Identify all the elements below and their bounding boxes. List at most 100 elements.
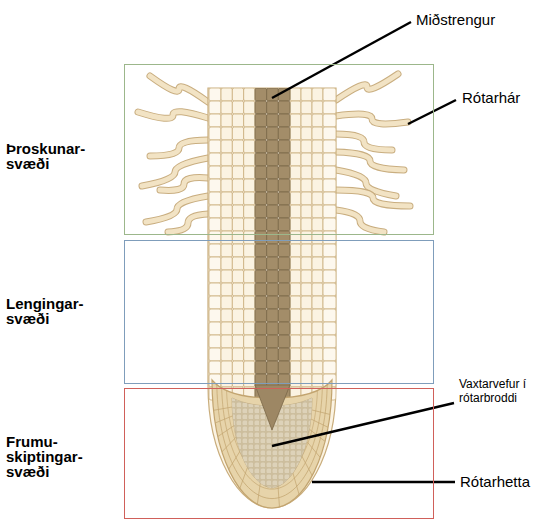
cell xyxy=(221,335,232,348)
cell xyxy=(232,283,243,296)
leader-lines xyxy=(272,22,456,482)
cell xyxy=(209,257,221,270)
cell xyxy=(290,296,301,309)
cell xyxy=(301,218,312,231)
part-label: Rótarhár xyxy=(462,89,520,106)
cell xyxy=(278,283,290,296)
cell xyxy=(221,257,232,270)
cell xyxy=(230,468,236,474)
cell xyxy=(230,420,236,426)
cell xyxy=(301,283,312,296)
cell xyxy=(278,456,284,462)
cell xyxy=(290,257,301,270)
cell xyxy=(290,426,296,432)
cell xyxy=(301,335,312,348)
cell xyxy=(244,348,255,361)
cell xyxy=(290,444,296,450)
cell xyxy=(232,88,243,101)
cell xyxy=(301,205,312,218)
cell xyxy=(278,414,284,420)
cell xyxy=(302,402,308,408)
cell xyxy=(230,480,236,486)
cell xyxy=(267,140,279,153)
cell xyxy=(278,450,284,456)
cell xyxy=(302,456,308,462)
cell xyxy=(248,438,254,444)
cell xyxy=(312,153,323,166)
cell xyxy=(255,283,267,296)
cell xyxy=(278,309,290,322)
cell xyxy=(267,218,279,231)
cell xyxy=(290,348,301,361)
cap-cell-wall xyxy=(298,431,356,500)
cell xyxy=(323,335,336,348)
cell xyxy=(255,231,267,244)
cell xyxy=(278,205,290,218)
root-cap-cells xyxy=(144,381,398,525)
cell xyxy=(244,166,255,179)
cell xyxy=(323,296,336,309)
cell xyxy=(248,444,254,450)
cell xyxy=(248,426,254,432)
root-hair xyxy=(336,134,392,150)
cell xyxy=(236,432,242,438)
cell xyxy=(284,414,290,420)
cell xyxy=(244,127,255,140)
cap-cell-wall xyxy=(304,425,375,480)
cell xyxy=(290,309,301,322)
cell xyxy=(266,486,272,492)
cell xyxy=(266,450,272,456)
cell xyxy=(236,396,242,402)
cell xyxy=(302,462,308,468)
root-hair xyxy=(336,114,408,124)
part-label: Vaxtarvefur í rótarbroddi xyxy=(459,377,541,405)
cell xyxy=(232,348,243,361)
root-hair xyxy=(142,158,208,186)
root-hair xyxy=(336,74,398,100)
cell xyxy=(312,101,323,114)
cell xyxy=(230,438,236,444)
cell xyxy=(323,218,336,231)
cell xyxy=(290,432,296,438)
cell xyxy=(209,231,221,244)
cell xyxy=(242,468,248,474)
cell xyxy=(232,374,243,387)
cell xyxy=(312,127,323,140)
cell xyxy=(236,474,242,480)
cell xyxy=(244,205,255,218)
cap-cell-wall xyxy=(308,418,389,457)
cell xyxy=(284,450,290,456)
cell xyxy=(290,374,301,387)
cell xyxy=(296,456,302,462)
cell xyxy=(278,474,284,480)
cell xyxy=(232,218,243,231)
cell xyxy=(278,335,290,348)
cell xyxy=(254,432,260,438)
cell xyxy=(236,420,242,426)
cell xyxy=(290,486,296,492)
cell xyxy=(290,322,301,335)
cell xyxy=(312,88,323,101)
cell xyxy=(255,348,267,361)
cell xyxy=(230,414,236,420)
cell xyxy=(266,432,272,438)
cell xyxy=(301,374,312,387)
cell xyxy=(244,270,255,283)
cell xyxy=(232,166,243,179)
cell xyxy=(266,480,272,486)
cell xyxy=(230,432,236,438)
cell xyxy=(221,166,232,179)
cell xyxy=(260,414,266,420)
cell xyxy=(230,462,236,468)
cell xyxy=(255,179,267,192)
cell xyxy=(290,402,296,408)
cell xyxy=(312,283,323,296)
root-cells xyxy=(209,88,336,426)
cell xyxy=(301,166,312,179)
cell xyxy=(248,408,254,414)
cell xyxy=(230,474,236,480)
root-hair xyxy=(138,112,208,119)
cell xyxy=(301,192,312,205)
cell xyxy=(290,408,296,414)
